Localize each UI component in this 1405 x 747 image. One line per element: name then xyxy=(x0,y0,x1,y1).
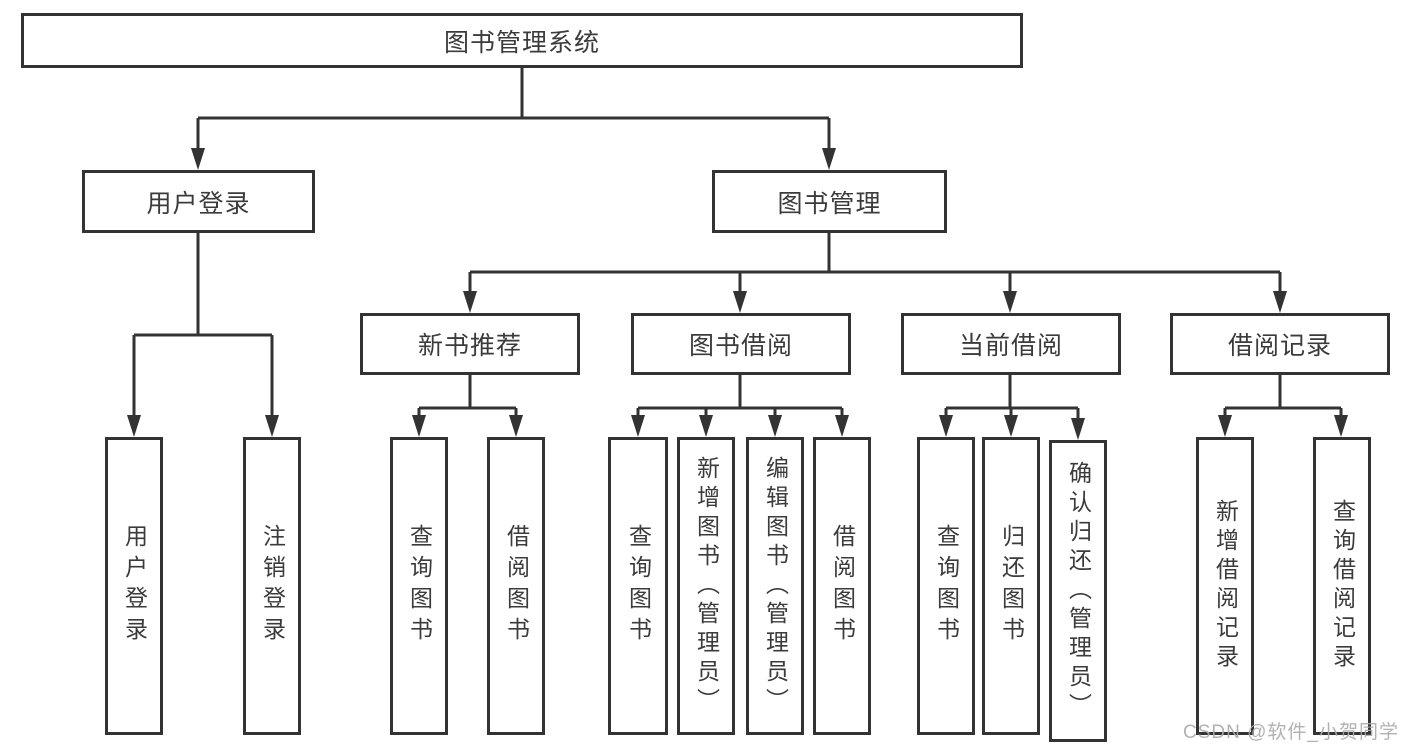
leaf-confirm-return-admin-label: 确认归还（管理员） xyxy=(1065,460,1092,722)
leaf-query-book-label: 查询图书 xyxy=(933,524,960,648)
leaf-query-borrow-record: 查询借阅记录 xyxy=(1313,437,1371,735)
leaf-add-book-admin: 新增图书（管理员） xyxy=(677,437,735,735)
node-current-borrow-label: 当前借阅 xyxy=(958,332,1063,360)
leaf-logout-label: 注销登录 xyxy=(259,524,286,648)
leaf-return-book: 归还图书 xyxy=(982,437,1040,735)
leaf-add-borrow-record: 新增借阅记录 xyxy=(1196,437,1254,735)
leaf-query-book-label: 查询图书 xyxy=(406,524,433,648)
leaf-edit-book-admin-label: 编辑图书（管理员） xyxy=(762,455,789,717)
leaf-query-book-under-current: 查询图书 xyxy=(917,437,975,735)
leaf-logout: 注销登录 xyxy=(243,437,301,735)
leaf-borrow-book-under-borrow: 借阅图书 xyxy=(813,437,871,735)
leaf-return-book-label: 归还图书 xyxy=(998,524,1025,648)
leaf-query-borrow-record-label: 查询借阅记录 xyxy=(1329,499,1356,673)
node-book-borrow: 图书借阅 xyxy=(631,313,851,375)
node-book-management: 图书管理 xyxy=(712,170,947,233)
leaf-borrow-book-label: 借阅图书 xyxy=(503,524,530,648)
node-user-login-label: 用户登录 xyxy=(146,189,251,218)
edge-new-book-rec-to-leaves xyxy=(412,375,523,437)
node-library-system: 图书管理系统 xyxy=(21,13,1023,68)
leaf-add-borrow-record-label: 新增借阅记录 xyxy=(1212,499,1239,673)
node-borrow-record: 借阅记录 xyxy=(1170,313,1390,375)
leaf-user-login-label: 用户登录 xyxy=(121,524,148,648)
leaf-user-login: 用户登录 xyxy=(105,437,163,735)
edge-current-borrow-to-leaves xyxy=(939,375,1085,440)
leaf-edit-book-admin: 编辑图书（管理员） xyxy=(746,437,804,735)
leaf-query-book-under-borrow: 查询图书 xyxy=(608,437,668,735)
node-book-borrow-label: 图书借阅 xyxy=(688,332,793,360)
edge-user-login-to-leaves xyxy=(127,233,279,437)
csdn-watermark: CSDN @软件_小贺同学 xyxy=(1183,722,1399,743)
node-current-borrow: 当前借阅 xyxy=(901,313,1121,375)
edge-book-mgmt-to-level3 xyxy=(463,233,1287,313)
node-new-book-recommend-label: 新书推荐 xyxy=(417,332,522,360)
leaf-borrow-book-under-recommend: 借阅图书 xyxy=(487,437,545,735)
edge-root-to-level2 xyxy=(191,68,836,170)
node-new-book-recommend: 新书推荐 xyxy=(360,313,580,375)
node-borrow-record-label: 借阅记录 xyxy=(1227,332,1332,360)
node-user-login: 用户登录 xyxy=(82,170,315,233)
edge-borrow-record-to-leaves xyxy=(1218,375,1348,437)
leaf-confirm-return-admin: 确认归还（管理员） xyxy=(1049,440,1107,742)
leaf-query-book-label: 查询图书 xyxy=(625,524,652,648)
node-book-management-label: 图书管理 xyxy=(777,189,882,218)
leaf-borrow-book-label: 借阅图书 xyxy=(829,524,856,648)
leaf-query-book-under-recommend: 查询图书 xyxy=(390,437,448,735)
node-library-system-label: 图书管理系统 xyxy=(443,28,600,57)
leaf-add-book-admin-label: 新增图书（管理员） xyxy=(693,455,720,717)
edge-book-borrow-to-leaves xyxy=(631,375,849,437)
